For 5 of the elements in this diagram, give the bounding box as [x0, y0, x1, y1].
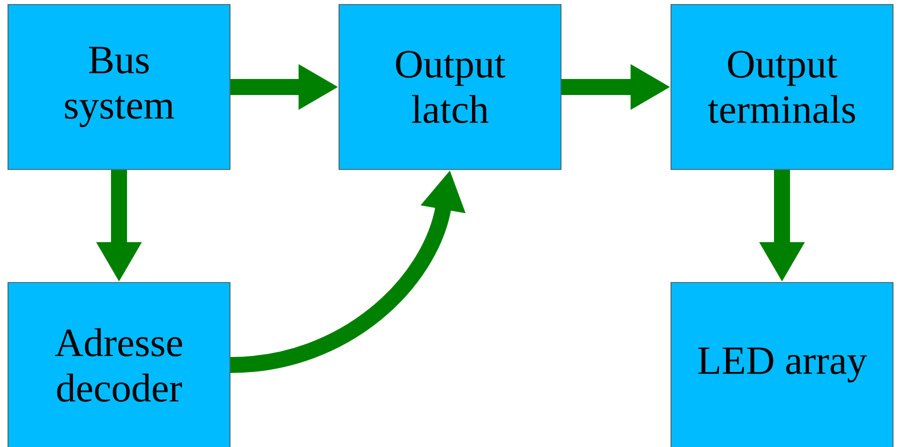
block-box: Output latch	[338, 4, 562, 170]
block-box: Bus system	[8, 4, 230, 170]
block-box: Adresse decoder	[8, 282, 230, 447]
block-box: Output terminals	[670, 4, 894, 170]
block-box: LED array	[670, 282, 894, 447]
